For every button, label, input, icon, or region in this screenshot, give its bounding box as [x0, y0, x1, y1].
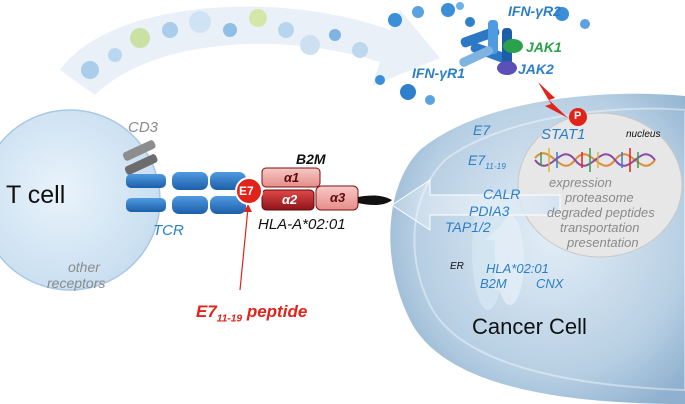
er-label: ER [450, 261, 464, 272]
proteasome-label: proteasome [565, 190, 634, 205]
phosphate-p-icon [569, 108, 587, 126]
tap-label: TAP1/2 [445, 219, 491, 235]
hla-0201-label: HLA*02:01 [486, 261, 549, 276]
nucleus-body [517, 112, 683, 258]
cytokine-arrow [60, 6, 440, 95]
jak2-label: JAK2 [518, 61, 554, 77]
calr-label: CALR [483, 186, 521, 202]
dna-helix-icon [534, 148, 656, 172]
e7-label: E7 [473, 122, 491, 138]
b2m-top-label: B2M [296, 151, 326, 167]
e7-peptide-tail: peptide [242, 302, 308, 321]
pdia3-label: PDIA3 [469, 203, 510, 219]
other-receptors-label-2: receptors [47, 275, 106, 291]
cnx-label: CNX [536, 276, 564, 291]
e7-peptide-main: E7 [196, 302, 217, 321]
lightning-bolt-icon [538, 82, 568, 118]
stat1-label: STAT1 [541, 126, 586, 143]
jak1-label: JAK1 [526, 39, 562, 55]
ifn-r2-label: IFN-γR2 [508, 3, 561, 19]
hla-complex [261, 167, 392, 211]
e7-peptide-label: E711-19 peptide [196, 303, 307, 325]
b2m-label: B2M [480, 276, 507, 291]
presentation-label: presentation [567, 235, 639, 250]
alpha2-label: α2 [282, 192, 298, 207]
nucleus-label: nucleus [626, 129, 661, 140]
expression-label: expression [549, 175, 612, 190]
e7-11-19-main: E7 [468, 152, 486, 168]
ifn-receptor-complex [459, 20, 523, 75]
e7-11-19-sub: 11-19 [485, 160, 506, 171]
presentation-arrow [391, 179, 561, 290]
cd3-receptor [122, 140, 158, 175]
hla-a-label: HLA-A*02:01 [258, 216, 346, 233]
alpha3-label: α3 [330, 190, 346, 205]
phosphate-label: P [574, 110, 582, 122]
alpha1-label: α1 [284, 170, 300, 185]
ifn-r1-label: IFN-γR1 [412, 65, 465, 81]
cd3-label: CD3 [128, 119, 159, 136]
cytokine-dots [81, 2, 590, 105]
degraded-peptides-label: degraded peptides [547, 205, 655, 220]
e7-11-19-label: E711-19 [468, 153, 506, 170]
e7-peptide-sub: 11-19 [216, 313, 243, 325]
other-receptors-label-1: other [68, 259, 100, 275]
e7-badge-label: E7 [239, 184, 254, 198]
cancer-cell-label: Cancer Cell [472, 314, 587, 339]
t-cell-label: T cell [6, 181, 66, 209]
transportation-label: transportation [560, 220, 640, 235]
tcr-label: TCR [153, 222, 184, 239]
e7-peptide-pointer [235, 177, 263, 291]
